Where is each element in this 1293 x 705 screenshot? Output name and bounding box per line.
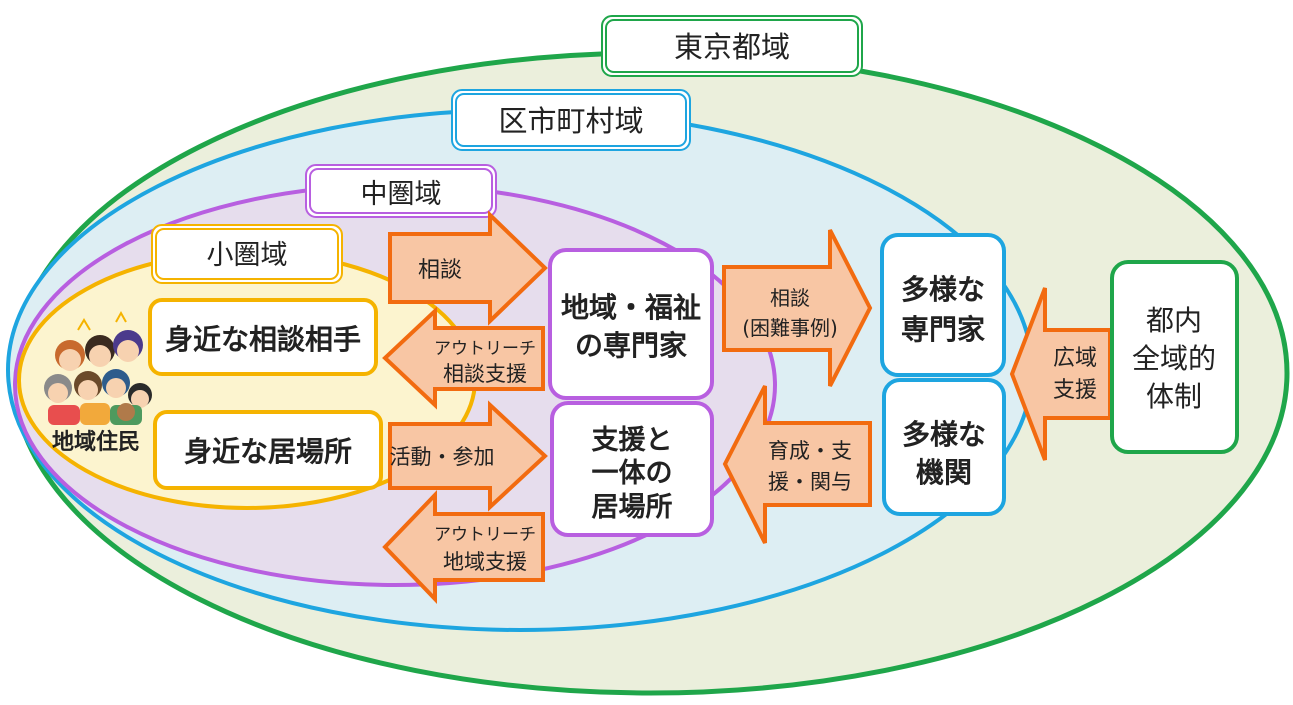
wide-support-label-line2: 支援 [1053,378,1097,403]
expert-text-line2: の専門家 [575,329,687,362]
city-area-label: 区市町村域 [451,89,691,151]
city-area-label-text: 区市町村域 [498,104,643,138]
middle-area-label-text: 中圏域 [361,179,442,210]
diverse-experts-box: 多様な 専門家 [880,233,1006,377]
metro-wide-system-box: 都内 全域的 体制 [1110,260,1239,454]
outreach-consult-label-line1: アウトリーチ [434,339,536,359]
consult-partner-text: 身近な相談相手 [165,323,361,356]
nurture-support-arrow: 育成・支 援・関与 [722,385,872,544]
crowd-of-people-icon [44,310,152,425]
consult-arrow-label: 相談 [418,258,462,283]
outreach-community-arrow: アウトリーチ 地域支援 [382,490,545,604]
outreach-consult-arrow: アウトリーチ 相談支援 [382,306,545,410]
consult-arrow: 相談 [388,210,548,326]
small-area-label: 小圏域 [151,224,343,284]
diverse-orgs-line1: 多様な [902,418,986,451]
tokyo-area-label: 東京都域 [601,15,863,77]
local-welfare-expert-box: 地域・福祉 の専門家 [548,248,714,400]
metro-line1: 都内 [1146,304,1202,337]
wide-support-label-line1: 広域 [1053,346,1097,371]
local-place-text: 身近な居場所 [184,435,352,468]
metro-line3: 体制 [1146,380,1202,413]
diverse-orgs-line2: 機関 [916,456,972,489]
middle-area-label: 中圏域 [305,164,497,218]
diverse-experts-line1: 多様な [901,273,985,306]
support-integrated-place-box: 支援と 一体の 居場所 [550,401,714,537]
consult-difficult-cases-arrow: 相談 (困難事例) [722,229,873,387]
consult-partner-box: 身近な相談相手 [148,298,378,376]
outreach-consult-label-line2: 相談支援 [443,362,527,386]
consult-difficult-label-line2: (困難事例) [742,316,838,340]
expert-text-line1: 地域・福祉 [561,291,701,324]
metro-line2: 全域的 [1132,342,1216,375]
support-place-line2: 一体の [592,458,673,489]
diverse-experts-line2: 専門家 [901,313,985,346]
outreach-community-label-line2: 地域支援 [443,550,527,574]
small-area-label-text: 小圏域 [207,240,288,271]
activity-arrow-label: 活動・参加 [390,445,495,469]
activity-arrow: 活動・参加 [388,400,548,512]
support-place-line3: 居場所 [592,492,673,523]
nurture-label-line1: 育成・支 [768,439,852,463]
nurture-label-line2: 援・関与 [768,470,852,494]
diverse-institutions-box: 多様な 機関 [882,378,1006,516]
consult-difficult-label-line1: 相談 [770,286,810,310]
tokyo-area-label-text: 東京都域 [674,30,790,64]
residents-label: 地域住民 [52,429,140,455]
wide-area-support-arrow: 広域 支援 [1009,287,1112,461]
local-place-box: 身近な居場所 [153,410,383,490]
outreach-community-label-line1: アウトリーチ [434,525,536,545]
support-place-line1: 支援と [592,425,673,456]
